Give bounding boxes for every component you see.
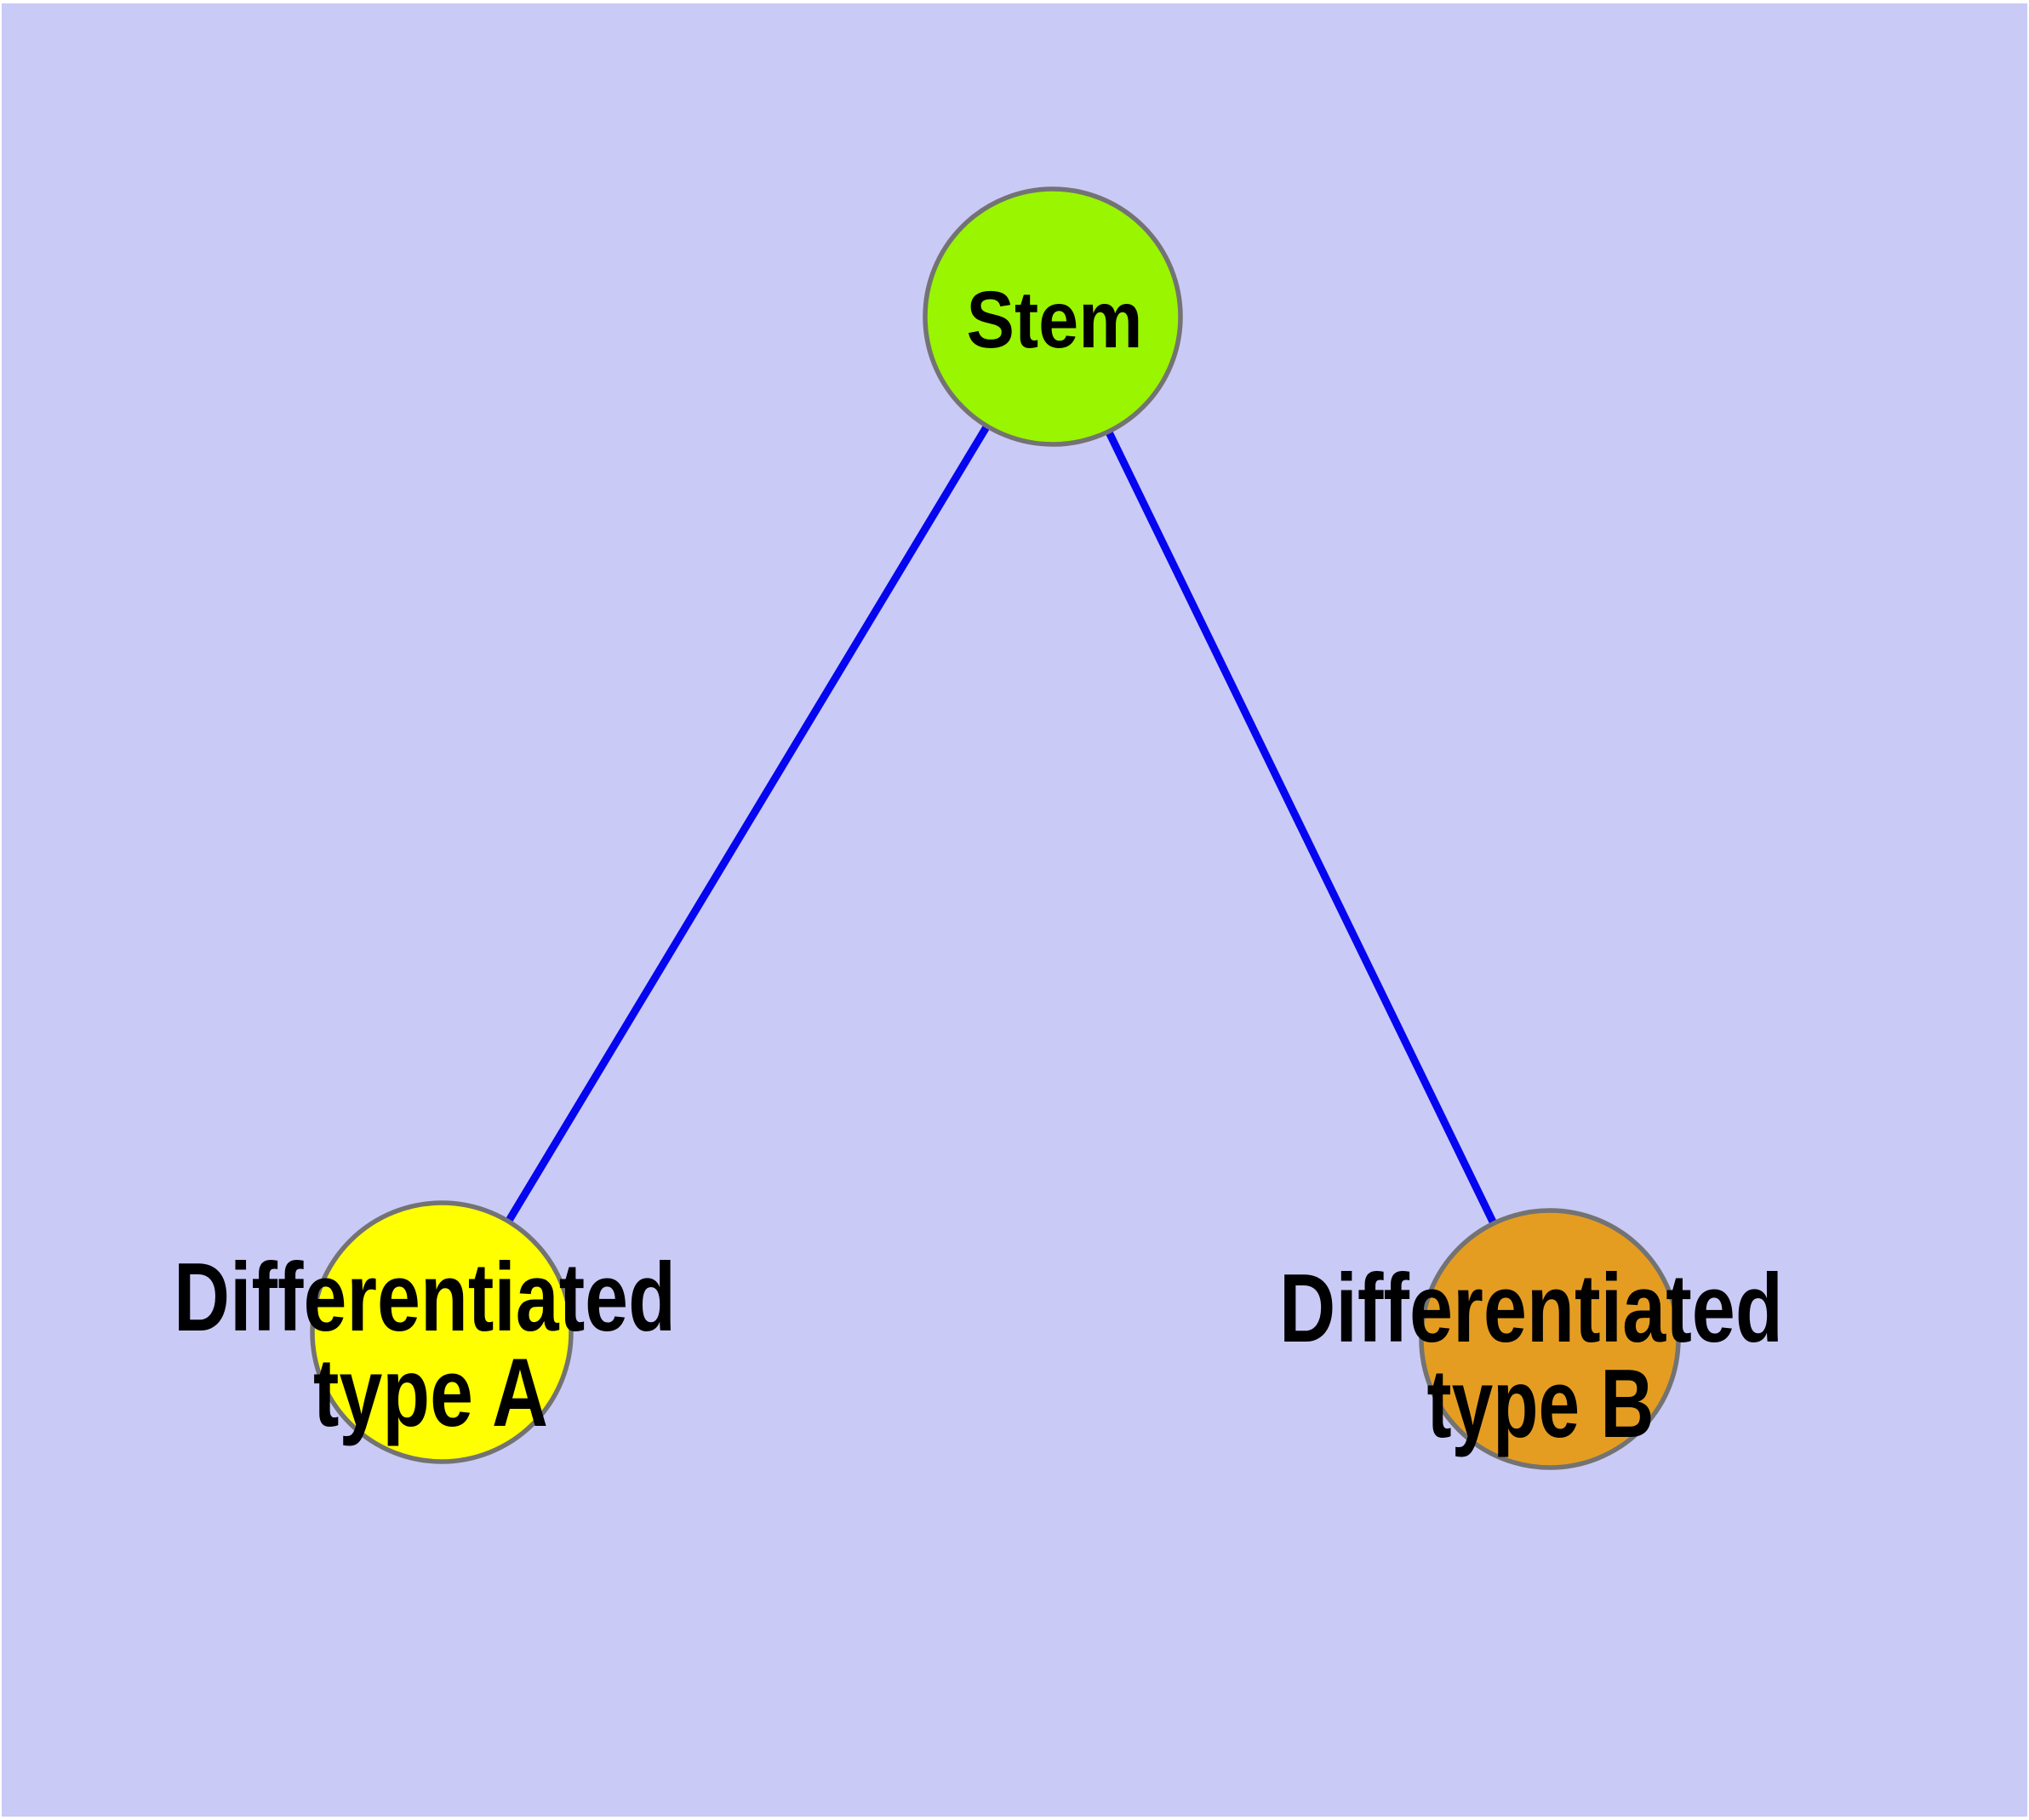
- edge-stem-to-type-a: [438, 314, 1056, 1335]
- node-stem-label: Stem: [967, 275, 1143, 365]
- node-type-b-label-line1: Differentiated: [1279, 1255, 1783, 1363]
- node-type-a-label-line1: Differentiated: [174, 1244, 676, 1352]
- edge-stem-to-type-b: [1049, 315, 1554, 1341]
- node-type-b: [1419, 1208, 1681, 1470]
- node-type-a: [310, 1200, 574, 1464]
- node-type-a-label-line2: type A: [313, 1339, 548, 1447]
- node-stem: [923, 186, 1183, 447]
- node-type-b-label-line2: type B: [1427, 1350, 1655, 1458]
